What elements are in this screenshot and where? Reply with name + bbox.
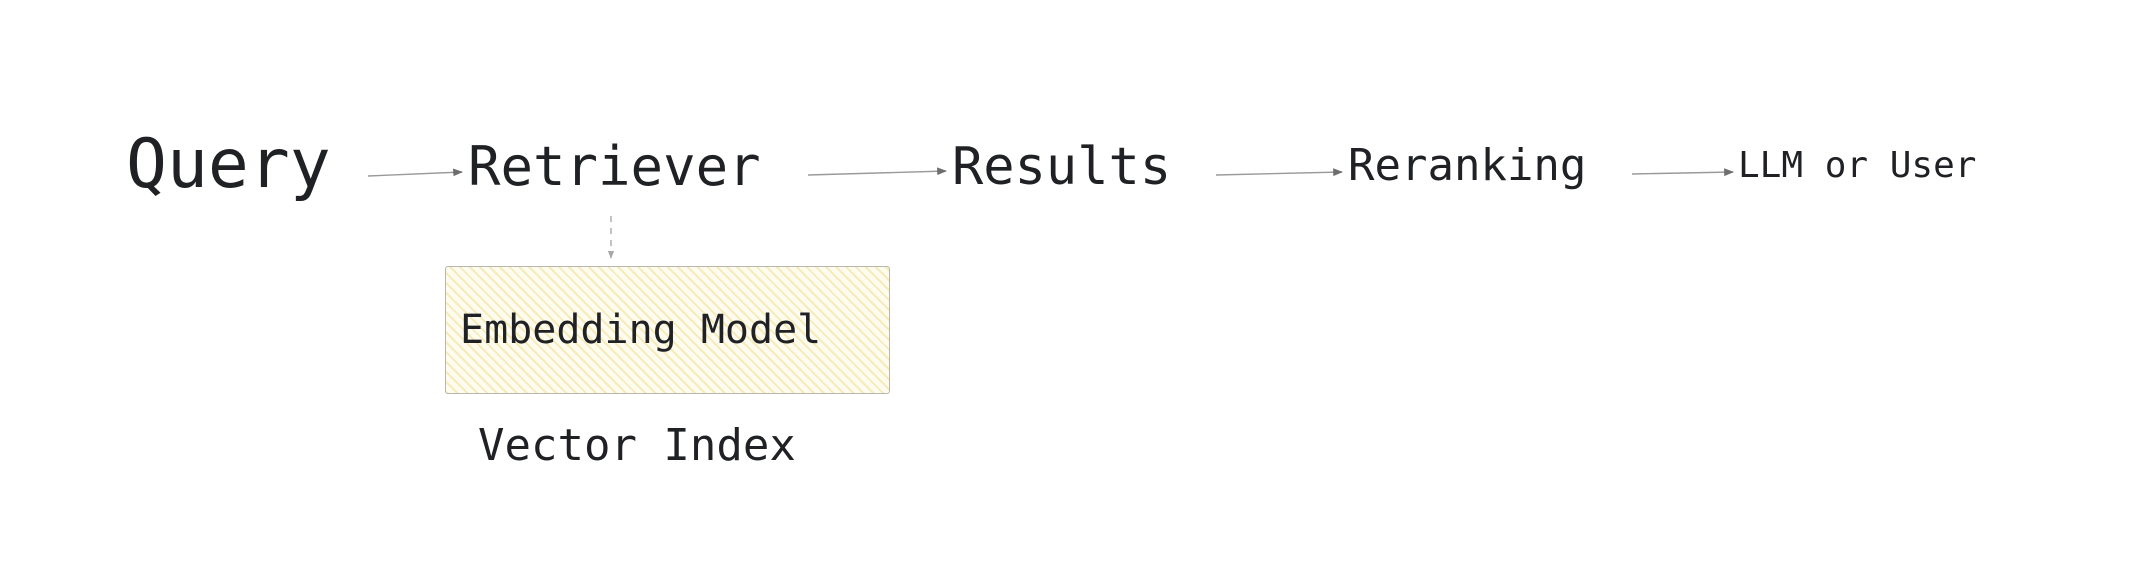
pipeline-node-llm-or-user: LLM or User bbox=[1738, 145, 1977, 186]
pipeline-node-results: Results bbox=[952, 137, 1172, 197]
pipeline-node-reranking: Reranking bbox=[1348, 140, 1587, 191]
vector-index-caption: Vector Index bbox=[478, 420, 796, 471]
connector-reranking-to-llm-user bbox=[1631, 168, 1734, 177]
connector-results-to-reranking bbox=[1215, 168, 1343, 177]
connector-query-to-retriever bbox=[367, 168, 463, 177]
embedding-model-label: Embedding Model bbox=[460, 307, 822, 353]
pipeline-node-retriever: Retriever bbox=[468, 135, 761, 198]
embedding-model-box: Embedding Model bbox=[445, 266, 890, 394]
connector-retriever-to-results bbox=[807, 167, 947, 176]
pipeline-node-query: Query bbox=[126, 125, 331, 204]
